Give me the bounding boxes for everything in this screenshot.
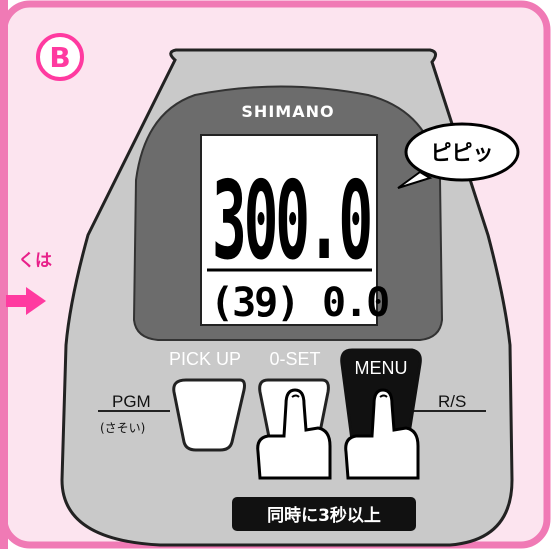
pick-up-button[interactable] [172, 378, 246, 452]
pgm-sub-label: (さそい) [100, 421, 145, 435]
brand-logo: SHIMANO [241, 102, 334, 121]
speech-bubble: ピピッ [397, 122, 520, 189]
lcd-main-value: 300.0 [212, 159, 370, 284]
lcd-sub-left: (39) [210, 280, 298, 326]
panel-edge [0, 0, 8, 549]
menu-label: MENU [355, 358, 408, 378]
step-label-circle [36, 33, 84, 81]
rs-label: R/S [438, 392, 466, 411]
pressing-hand-icon [344, 388, 420, 480]
pressing-hand-icon [256, 388, 332, 480]
lcd-sub-right: 0.0 [322, 280, 388, 326]
instruction-banner-text: 同時に3秒以上 [267, 505, 381, 526]
zero-set-label: 0-SET [269, 349, 320, 369]
right-arrow-icon [6, 287, 46, 315]
step-label: B [49, 41, 70, 74]
left-caption: くは [18, 251, 52, 271]
pick-up-label: PICK UP [169, 349, 241, 369]
speech-bubble-text: ピピッ [431, 141, 494, 165]
instruction-banner [232, 497, 416, 531]
pgm-label: PGM [112, 392, 151, 411]
lcd-screen [200, 134, 378, 326]
